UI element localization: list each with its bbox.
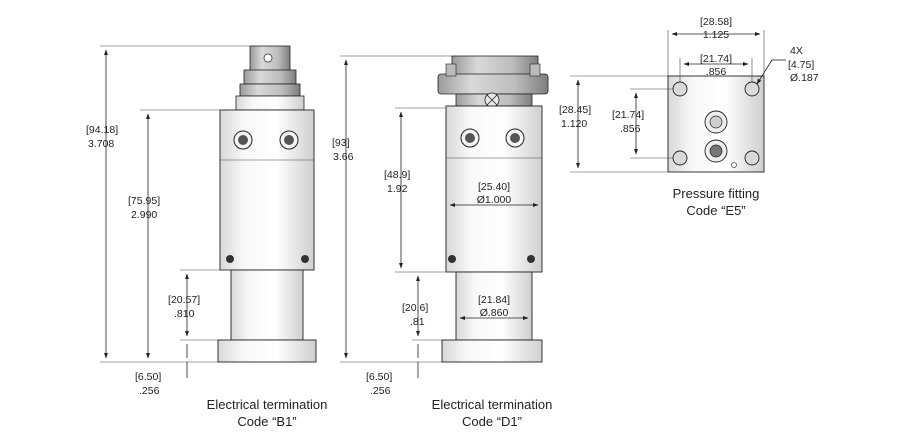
d1-base-mm: [6.50]	[366, 371, 392, 383]
view-b1-transducer	[217, 45, 317, 363]
d1-overall-in: 3.66	[333, 151, 354, 163]
b1-lower-in: .810	[174, 308, 195, 320]
e5-hole-span-mm: [21.74]	[700, 53, 732, 65]
b1-base-mm: [6.50]	[135, 371, 161, 383]
e5-caption-line2: Code “E5”	[686, 203, 745, 218]
d1-body-in: 1.92	[387, 183, 408, 195]
e5-vertical-span-in: .856	[620, 123, 641, 135]
b1-overall-mm: [94.18]	[86, 124, 118, 136]
d1-lower-diameter-mm: [21.84]	[478, 294, 510, 306]
e5-height-mm: [28.45]	[559, 104, 591, 116]
e5-hole-span-in: .856	[706, 66, 727, 78]
d1-diameter-in: Ø1.000	[477, 194, 512, 206]
b1-dimensions	[100, 45, 250, 378]
d1-lower-mm: [20.6]	[402, 302, 428, 314]
e5-hole-diameter-mm: [4.75]	[788, 59, 814, 71]
e5-hole-diameter-in: Ø.187	[790, 72, 819, 84]
d1-caption-line1: Electrical termination	[432, 397, 553, 412]
e5-hole-count: 4X	[790, 45, 803, 57]
view-e5-pressure-fitting	[667, 75, 765, 173]
d1-diameter-mm: [25.40]	[478, 181, 510, 193]
b1-caption-line1: Electrical termination	[207, 397, 328, 412]
e5-dimensions	[570, 30, 786, 173]
d1-body-mm: [48.9]	[384, 169, 410, 181]
b1-lower-mm: [20.57]	[168, 294, 200, 306]
b1-overall-in: 3.708	[88, 138, 114, 150]
d1-dimensions	[340, 55, 539, 378]
b1-body-mm: [75.95]	[128, 195, 160, 207]
d1-lower-in: .81	[410, 316, 425, 328]
b1-body-in: 2.990	[131, 209, 157, 221]
b1-base-in: .256	[139, 385, 160, 397]
d1-base-in: .256	[370, 385, 391, 397]
e5-width-mm: [28.58]	[700, 16, 732, 28]
d1-overall-mm: [93]	[332, 137, 350, 149]
b1-caption-line2: Code “B1”	[237, 414, 296, 429]
e5-caption-line1: Pressure fitting	[673, 186, 760, 201]
e5-vertical-span-mm: [21.74]	[612, 109, 644, 121]
d1-lower-diameter-in: Ø.860	[480, 307, 509, 319]
e5-width-in: 1.125	[703, 29, 729, 41]
d1-caption-line2: Code “D1”	[462, 414, 522, 429]
view-d1-transducer	[437, 55, 549, 363]
e5-height-in: 1.120	[561, 118, 587, 130]
